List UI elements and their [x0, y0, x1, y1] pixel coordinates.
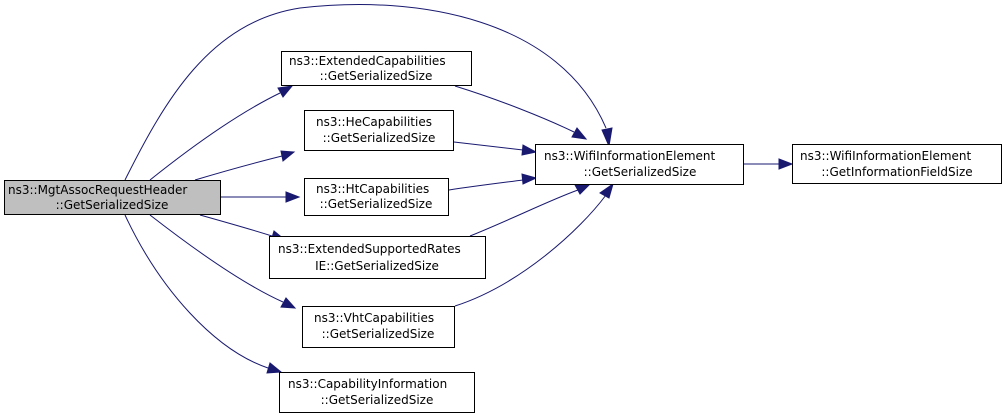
node-label-line2: ::GetSerializedSize — [322, 327, 435, 341]
node-label-line1: ns3::CapabilityInformation — [288, 377, 447, 391]
edge-ht-cap-to-wifi-ie — [448, 173, 538, 191]
node-box — [4, 180, 221, 215]
node-label-line1: ns3::ExtendedCapabilities — [289, 54, 446, 68]
edge-root-to-wifi-ie — [124, 4, 613, 181]
node-label-line2: ::GetInformationFieldSize — [821, 165, 972, 179]
edge-wifi-ie-to-wifi-ie-field — [744, 158, 794, 170]
node-label-line1: ns3::WifiInformationElement — [800, 149, 972, 163]
node-ht-capabilities[interactable]: ns3::HtCapabilities ::GetSerializedSize — [304, 178, 449, 216]
node-label-line2: ::GetSerializedSize — [320, 69, 433, 83]
node-capability-information[interactable]: ns3::CapabilityInformation ::GetSerializ… — [279, 372, 475, 413]
edge-vht-cap-to-wifi-ie — [454, 182, 614, 307]
edge-root-to-ht-cap — [220, 191, 301, 203]
node-label-line1: ns3::ExtendedSupportedRates — [278, 242, 461, 256]
node-vht-capabilities[interactable]: ns3::VhtCapabilities ::GetSerializedSize — [302, 306, 455, 348]
node-label-line1: ns3::HtCapabilities — [316, 182, 429, 196]
node-box — [281, 51, 472, 86]
node-he-capabilities[interactable]: ns3::HeCapabilities ::GetSerializedSize — [304, 110, 454, 151]
node-label-line2: IE::GetSerializedSize — [315, 259, 439, 273]
node-box — [304, 110, 454, 151]
edge-ext-cap-to-wifi-ie — [454, 85, 588, 140]
node-label-line2: ::GetSerializedSize — [320, 197, 433, 211]
node-label-line2: ::GetSerializedSize — [56, 198, 169, 212]
edge-root-to-cap-info — [124, 214, 283, 374]
node-box — [269, 236, 486, 279]
node-wifi-information-element[interactable]: ns3::WifiInformationElement ::GetSeriali… — [535, 144, 744, 185]
node-label-line1: ns3::MgtAssocRequestHeader — [8, 183, 187, 197]
node-extended-supported-rates[interactable]: ns3::ExtendedSupportedRates IE::GetSeria… — [269, 236, 486, 279]
edge-ext-rates-to-wifi-ie — [469, 183, 592, 237]
nodes: ns3::MgtAssocRequestHeader ::GetSerializ… — [4, 51, 1002, 413]
node-box — [792, 144, 1002, 184]
node-mgt-assoc-request-header[interactable]: ns3::MgtAssocRequestHeader ::GetSerializ… — [4, 180, 221, 215]
node-box — [279, 372, 475, 413]
node-wifi-information-element-field-size[interactable]: ns3::WifiInformationElement ::GetInforma… — [792, 144, 1002, 184]
node-label-line2: ::GetSerializedSize — [321, 393, 434, 407]
node-label-line2: ::GetSerializedSize — [584, 165, 697, 179]
edge-root-to-ext-cap — [149, 85, 294, 181]
node-label-line1: ns3::HeCapabilities — [316, 115, 432, 129]
node-label-line2: ::GetSerializedSize — [323, 131, 436, 145]
node-label-line1: ns3::VhtCapabilities — [314, 311, 434, 325]
edge-root-to-he-cap — [194, 150, 296, 181]
node-label-line1: ns3::WifiInformationElement — [544, 149, 716, 163]
edges — [124, 4, 794, 374]
node-box — [302, 306, 455, 348]
node-box — [535, 144, 744, 185]
node-box — [304, 178, 449, 216]
edge-he-cap-to-wifi-ie — [453, 141, 538, 156]
node-extended-capabilities[interactable]: ns3::ExtendedCapabilities ::GetSerialize… — [281, 51, 472, 86]
edge-root-to-vht-cap — [149, 214, 297, 309]
